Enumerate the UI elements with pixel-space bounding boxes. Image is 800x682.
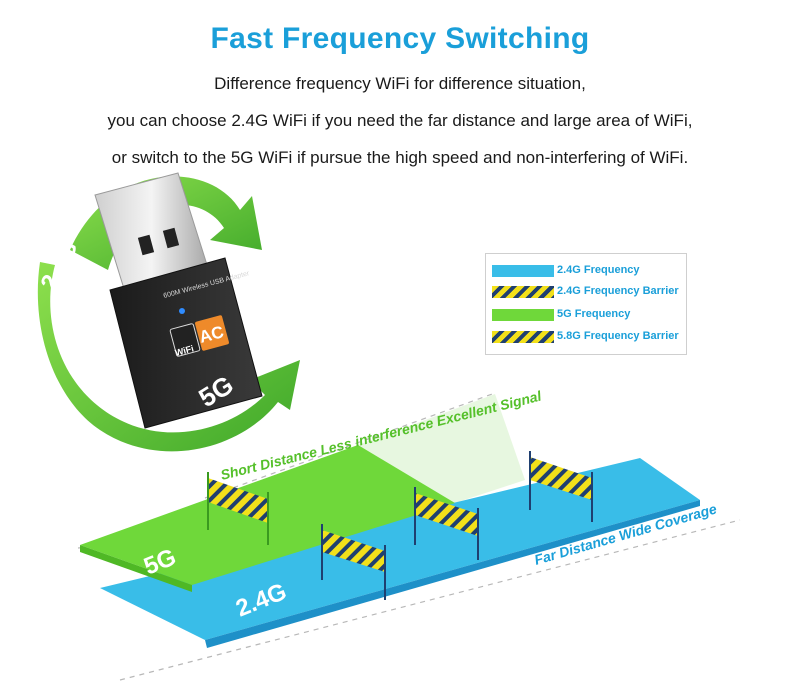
page-title: Fast Frequency Switching <box>210 22 590 55</box>
description-line-1: Difference frequency WiFi for difference… <box>214 74 586 93</box>
legend-label: 5G Frequency <box>557 308 631 320</box>
description-line-2: you can choose 2.4G WiFi if you need the… <box>107 111 693 130</box>
legend-swatch-blue <box>492 265 554 277</box>
legend: 2.4G Frequency 2.4G Frequency Barrier 5G… <box>485 253 687 355</box>
wifi-badge: WiFi <box>174 343 195 358</box>
legend-label: 5.8G Frequency Barrier <box>557 330 679 342</box>
legend-label: 2.4G Frequency Barrier <box>557 285 679 297</box>
legend-swatch-stripe <box>492 286 554 298</box>
description-line-3: or switch to the 5G WiFi if pursue the h… <box>111 148 689 167</box>
barrier-2-4g-1 <box>321 524 386 600</box>
band-2-4g <box>100 458 700 640</box>
barrier-5-8g-1 <box>207 472 269 545</box>
legend-label: 2.4G Frequency <box>557 264 640 276</box>
legend-swatch-stripe <box>492 331 554 343</box>
band-5g-faded <box>358 394 525 503</box>
barrier-2-4g-2 <box>414 487 479 560</box>
legend-swatch-green <box>492 309 554 321</box>
barrier-2-4g-3 <box>529 451 593 522</box>
usb-adapter <box>94 172 263 429</box>
